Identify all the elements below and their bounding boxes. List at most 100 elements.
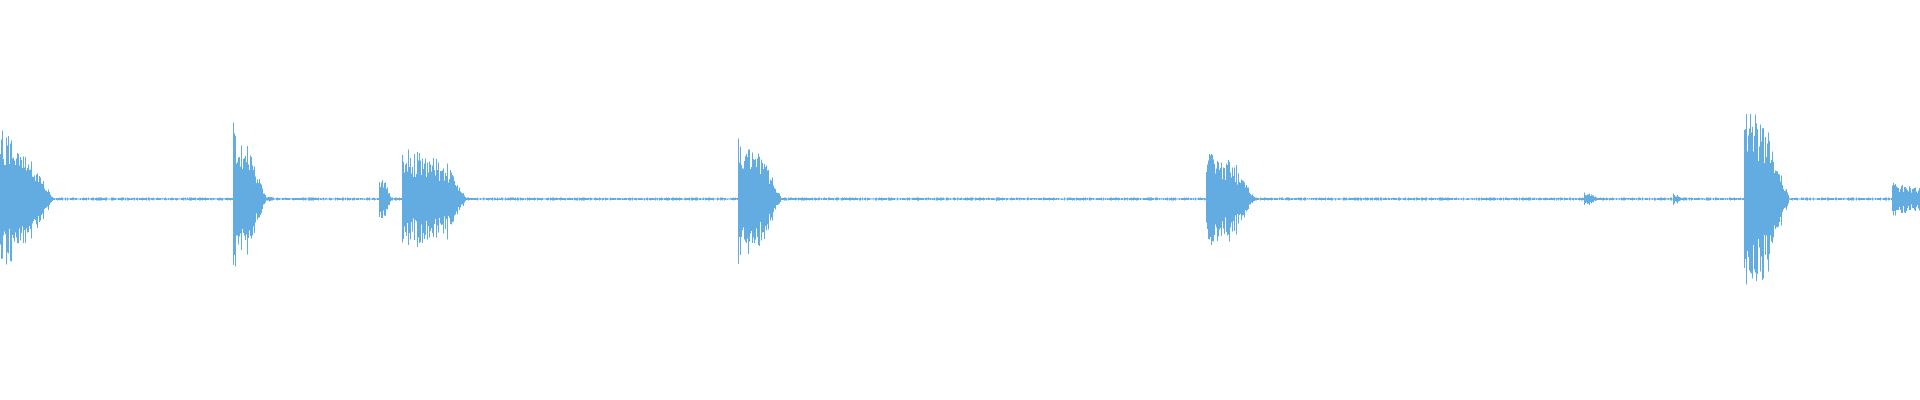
waveform-sample-bar — [496, 198, 497, 200]
waveform-sample-bar — [1444, 198, 1445, 200]
waveform-sample-bar — [753, 158, 754, 238]
waveform-sample-bar — [1419, 198, 1420, 201]
waveform-sample-bar — [696, 197, 697, 201]
waveform-sample-bar — [1704, 198, 1705, 200]
waveform-sample-bar — [127, 197, 128, 201]
waveform-sample-bar — [1372, 197, 1373, 201]
waveform-sample-bar — [201, 198, 202, 200]
waveform-sample-bar — [813, 198, 814, 200]
waveform-sample-bar — [1571, 198, 1572, 200]
waveform-sample-bar — [1867, 198, 1868, 200]
waveform-sample-bar — [901, 198, 902, 200]
waveform-sample-bar — [1473, 198, 1474, 200]
waveform-sample-bar — [1751, 132, 1752, 274]
waveform-sample-bar — [1148, 197, 1149, 201]
waveform-sample-bar — [944, 198, 945, 200]
waveform-sample-bar — [1162, 198, 1163, 200]
waveform-sample-bar — [1152, 197, 1153, 201]
waveform-sample-bar — [557, 198, 558, 200]
waveform-sample-bar — [154, 198, 155, 200]
waveform-sample-bar — [968, 197, 969, 201]
waveform-sample-bar — [1145, 198, 1146, 200]
waveform-sample-bar — [1826, 198, 1827, 200]
waveform-sample-bar — [148, 197, 149, 201]
waveform-sample-bar — [1486, 197, 1487, 201]
waveform-sample-bar — [130, 198, 131, 200]
waveform-sample-bar — [313, 197, 314, 201]
waveform-sample-bar — [1574, 198, 1575, 200]
waveform-sample-bar — [902, 198, 903, 200]
waveform-sample-bar — [912, 197, 913, 200]
waveform-sample-bar — [1293, 198, 1294, 200]
waveform-sample-bar — [506, 198, 507, 200]
waveform-sample-bar — [642, 198, 643, 200]
waveform-sample-bar — [1103, 197, 1104, 201]
waveform-sample-bar — [322, 198, 323, 200]
waveform-sample-bar — [611, 198, 612, 200]
waveform-sample-bar — [782, 198, 783, 200]
waveform-sample-bar — [1235, 182, 1236, 216]
waveform-sample-bar — [1005, 198, 1006, 200]
waveform-sample-bar — [400, 197, 401, 200]
waveform-sample-bar — [1409, 198, 1410, 200]
waveform-sample-bar — [1255, 197, 1256, 201]
waveform-sample-bar — [687, 198, 688, 200]
waveform-sample-bar — [1610, 198, 1611, 201]
waveform-sample-bar — [1771, 160, 1772, 242]
waveform-sample-bar — [546, 198, 547, 200]
waveform-sample-bar — [1501, 198, 1502, 200]
waveform-sample-bar — [1655, 197, 1656, 201]
waveform-sample-bar — [345, 197, 346, 201]
waveform-sample-bar — [683, 198, 684, 200]
waveform-sample-bar — [954, 197, 955, 201]
waveform-sample-bar — [305, 197, 306, 201]
waveform-sample-bar — [1017, 197, 1018, 201]
waveform-sample-bar — [1897, 187, 1898, 210]
waveform-sample-bar — [1557, 198, 1558, 200]
waveform-sample-bar — [1028, 197, 1029, 201]
waveform-sample-bar — [44, 188, 45, 210]
waveform-sample-bar — [1001, 198, 1002, 201]
waveform-sample-bar — [287, 198, 288, 200]
waveform-sample-bar — [725, 198, 726, 200]
waveform-sample-bar — [1247, 187, 1248, 210]
waveform-sample-bar — [331, 198, 332, 201]
waveform-sample-bar — [393, 198, 394, 200]
waveform-sample-bar — [1506, 197, 1507, 201]
waveform-sample-bar — [1845, 198, 1846, 200]
waveform-sample-bar — [1748, 135, 1749, 258]
waveform-sample-bar — [453, 176, 454, 222]
waveform-sample-bar — [221, 197, 222, 201]
waveform-sample-bar — [1013, 198, 1014, 200]
waveform-sample-bar — [1263, 197, 1264, 201]
waveform-sample-bar — [310, 197, 311, 201]
waveform-sample-bar — [1459, 198, 1460, 200]
waveform-sample-bar — [1697, 197, 1698, 201]
waveform-sample-bar — [1890, 198, 1891, 200]
waveform-sample-bar — [948, 198, 949, 200]
waveform-sample-bar — [1140, 198, 1141, 200]
waveform-sample-bar — [1048, 198, 1049, 200]
waveform-sample-bar — [1696, 198, 1697, 200]
waveform-sample-bar — [1171, 197, 1172, 201]
waveform-sample-bar — [1445, 197, 1446, 201]
waveform-sample-bar — [394, 198, 395, 200]
waveform-sample-bar — [334, 198, 335, 200]
waveform-sample-bar — [949, 198, 950, 200]
waveform-sample-bar — [1843, 198, 1844, 201]
waveform-sample-bar — [1781, 175, 1782, 226]
waveform-sample-bar — [955, 198, 956, 200]
waveform-sample-bar — [1323, 197, 1324, 201]
waveform-sample-bar — [1087, 198, 1088, 200]
waveform-sample-bar — [1469, 198, 1470, 200]
waveform-sample-bar — [834, 198, 835, 200]
waveform-sample-bar — [2, 130, 3, 259]
waveform-sample-bar — [1906, 188, 1907, 212]
waveform-sample-bar — [1439, 197, 1440, 201]
waveform-sample-bar — [697, 197, 698, 201]
waveform-sample-bar — [60, 198, 61, 200]
waveform-sample-bar — [1714, 198, 1715, 200]
waveform-sample-bar — [631, 198, 632, 200]
